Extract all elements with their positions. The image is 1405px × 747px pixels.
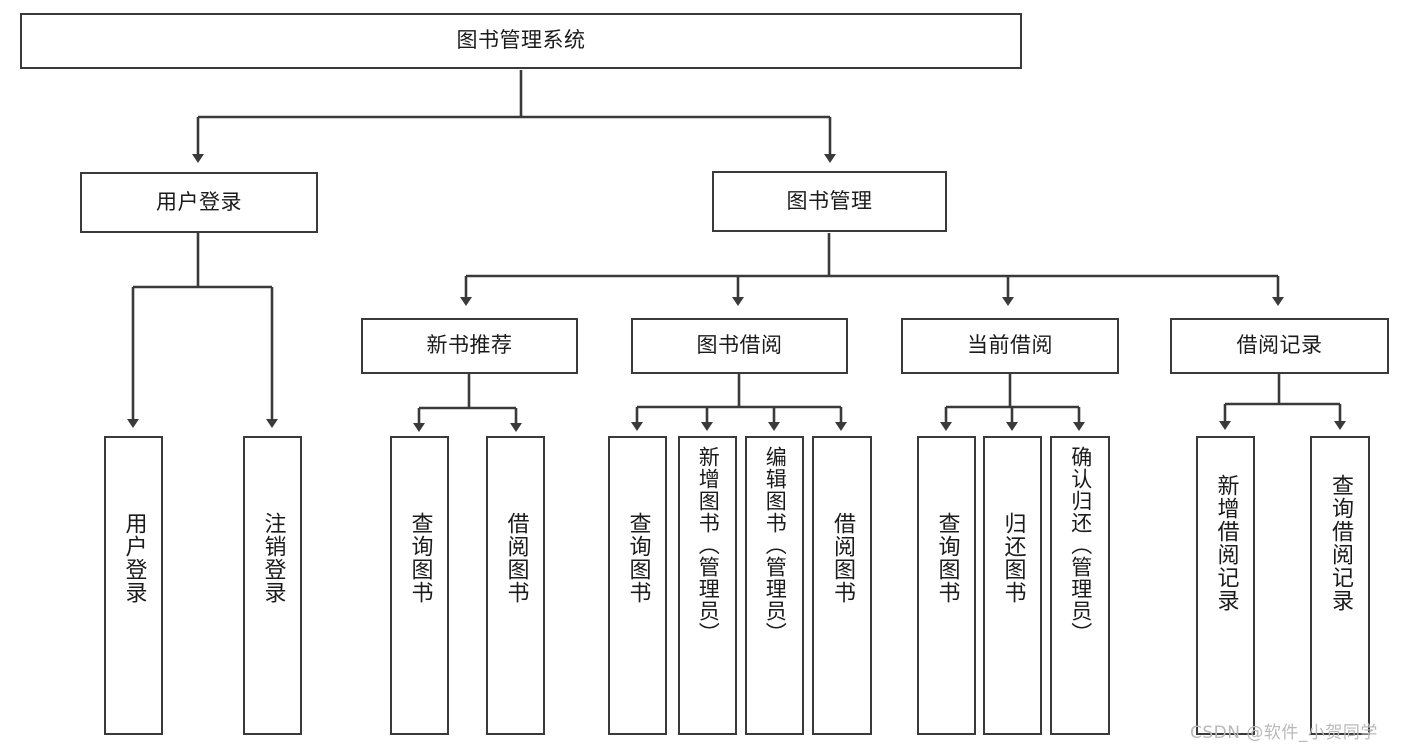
node-label: 当前借阅 bbox=[967, 333, 1053, 358]
node-leaf-query-book-recommend[interactable]: 查询图书 bbox=[390, 436, 449, 735]
node-leaf-query-borrow-record[interactable]: 查询借阅记录 bbox=[1310, 436, 1370, 735]
node-leaf-confirm-return-admin[interactable]: 确认归还（管理员） bbox=[1050, 436, 1110, 735]
node-root-book-management-system[interactable]: 图书管理系统 bbox=[20, 13, 1022, 69]
node-label: 查询图书 bbox=[407, 512, 433, 604]
node-label: 注销登录 bbox=[260, 512, 286, 604]
node-book-borrow[interactable]: 图书借阅 bbox=[631, 318, 848, 374]
node-leaf-return-book[interactable]: 归还图书 bbox=[983, 436, 1042, 735]
node-label: 借阅图书 bbox=[829, 512, 855, 604]
node-label: 新增图书（管理员） bbox=[696, 446, 721, 644]
node-label: 图书管理系统 bbox=[456, 28, 586, 53]
node-current-borrow[interactable]: 当前借阅 bbox=[901, 318, 1119, 374]
node-label: 借阅记录 bbox=[1236, 333, 1323, 358]
node-label: 查询借阅记录 bbox=[1327, 474, 1353, 612]
node-leaf-borrow-book-recommend[interactable]: 借阅图书 bbox=[486, 436, 545, 735]
csdn-watermark: CSDN @软件_小贺同学 bbox=[1190, 723, 1378, 743]
node-label: 新增借阅记录 bbox=[1213, 474, 1239, 612]
node-label: 图书管理 bbox=[786, 188, 873, 213]
node-user-login[interactable]: 用户登录 bbox=[80, 172, 318, 233]
node-label: 查询图书 bbox=[934, 512, 960, 604]
node-label: 用户登录 bbox=[156, 189, 242, 214]
node-borrow-record[interactable]: 借阅记录 bbox=[1170, 318, 1389, 374]
node-label: 新书推荐 bbox=[426, 333, 513, 358]
node-label: 确认归还（管理员） bbox=[1068, 446, 1093, 644]
node-leaf-query-book-current[interactable]: 查询图书 bbox=[917, 436, 976, 735]
node-label: 借阅图书 bbox=[503, 512, 529, 604]
node-label: 查询图书 bbox=[625, 512, 651, 604]
node-leaf-user-login[interactable]: 用户登录 bbox=[104, 436, 163, 735]
node-leaf-add-borrow-record[interactable]: 新增借阅记录 bbox=[1196, 436, 1255, 735]
node-new-book-recommend[interactable]: 新书推荐 bbox=[361, 318, 578, 374]
node-label: 归还图书 bbox=[1000, 512, 1026, 604]
node-leaf-borrow-book[interactable]: 借阅图书 bbox=[812, 436, 872, 735]
node-label: 图书借阅 bbox=[696, 333, 783, 358]
node-leaf-edit-book-admin[interactable]: 编辑图书（管理员） bbox=[745, 436, 804, 735]
node-leaf-add-book-admin[interactable]: 新增图书（管理员） bbox=[678, 436, 737, 735]
node-label: 编辑图书（管理员） bbox=[763, 446, 788, 644]
node-label: 用户登录 bbox=[121, 512, 147, 604]
node-leaf-query-book-borrow[interactable]: 查询图书 bbox=[608, 436, 667, 735]
node-leaf-logout[interactable]: 注销登录 bbox=[243, 436, 302, 735]
node-book-management[interactable]: 图书管理 bbox=[712, 171, 947, 232]
